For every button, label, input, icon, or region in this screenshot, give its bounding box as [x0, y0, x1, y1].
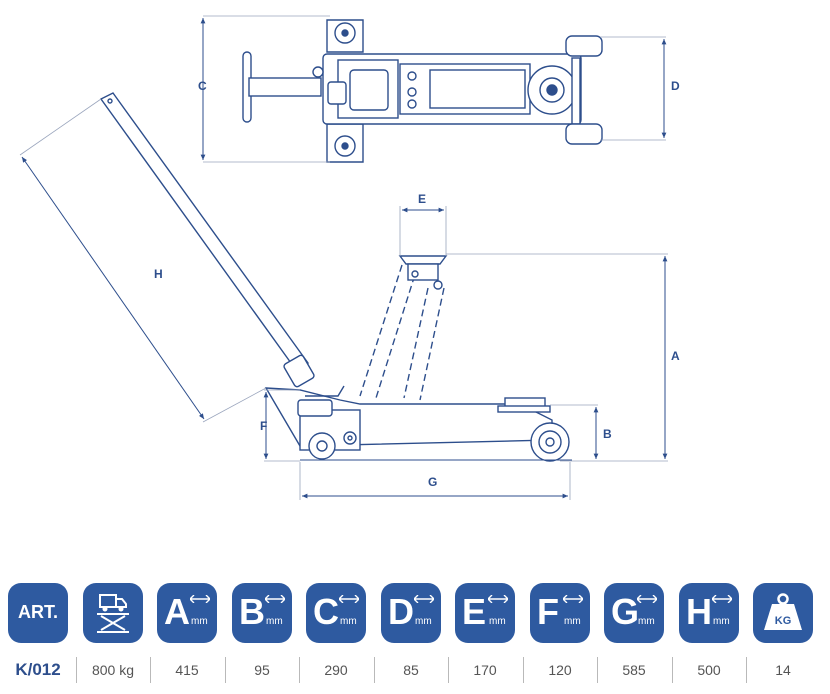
double-arrow-icon — [712, 595, 732, 603]
dim-label-g: G — [428, 475, 437, 489]
dim-label-b: B — [603, 427, 612, 441]
spec-value-row: K/012 800 kg 415 95 290 85 170 120 585 5… — [0, 655, 830, 685]
dim-b-tile: B mm — [232, 583, 292, 643]
dim-c-tile: C mm — [306, 583, 366, 643]
spec-header-row: ART. A mm B mm C mm D mm E mm — [0, 583, 830, 643]
row-divider — [597, 657, 598, 683]
dim-g-unit: mm — [638, 616, 655, 627]
dim-h-letter: H — [686, 591, 712, 632]
double-arrow-icon — [488, 595, 508, 603]
dim-f-letter: F — [537, 591, 559, 632]
dim-g-value: 585 — [622, 662, 646, 678]
dim-e-letter: E — [462, 591, 487, 632]
dim-label-c: C — [198, 79, 207, 93]
weight-icon: KG — [764, 593, 802, 630]
art-header-tile: ART. — [8, 583, 68, 643]
weight-value: 14 — [775, 662, 791, 678]
row-divider — [76, 657, 77, 683]
dim-b-letter: B — [239, 591, 265, 632]
dim-d-unit: mm — [415, 616, 432, 627]
dim-d-tile: D mm — [381, 583, 441, 643]
row-divider — [672, 657, 673, 683]
row-divider — [746, 657, 747, 683]
dim-d-letter: D — [388, 591, 414, 632]
row-divider — [150, 657, 151, 683]
dim-f-value: 120 — [548, 662, 572, 678]
side-view-dimensions: E A B F G H — [19, 98, 680, 500]
dim-e-unit: mm — [489, 616, 506, 627]
capacity-icon — [83, 583, 143, 643]
dim-c-value: 290 — [324, 662, 348, 678]
dim-a-letter: A — [164, 591, 190, 632]
capacity-value: 800 kg — [91, 662, 135, 678]
dim-h-tile: H mm — [679, 583, 739, 643]
double-arrow-icon — [637, 595, 657, 603]
dim-e-value: 170 — [473, 662, 497, 678]
dim-a-value: 415 — [175, 662, 199, 678]
dim-g-letter: G — [611, 591, 640, 632]
dim-label-a: A — [671, 349, 680, 363]
dim-label-f: F — [260, 419, 267, 433]
art-header-label: ART. — [18, 602, 58, 622]
row-divider — [374, 657, 375, 683]
row-divider — [299, 657, 300, 683]
dim-label-e: E — [418, 192, 426, 206]
dim-b-value: 95 — [254, 662, 270, 678]
double-arrow-icon — [563, 595, 583, 603]
dim-b-unit: mm — [266, 616, 283, 627]
dim-label-h: H — [154, 267, 163, 281]
row-divider — [523, 657, 524, 683]
dim-c-unit: mm — [340, 616, 357, 627]
double-arrow-icon — [265, 595, 285, 603]
dim-a-unit: mm — [191, 616, 208, 627]
article-code: K/012 — [15, 660, 61, 679]
dim-h-unit: mm — [713, 616, 730, 627]
dim-a-tile: A mm — [157, 583, 217, 643]
dim-d-value: 85 — [403, 662, 419, 678]
top-view — [242, 19, 603, 163]
dim-c-letter: C — [313, 591, 339, 632]
row-divider — [225, 657, 226, 683]
dim-f-tile: F mm — [530, 583, 590, 643]
weight-tile: KG — [753, 583, 813, 643]
dim-e-tile: E mm — [455, 583, 515, 643]
dim-g-tile: G mm — [604, 583, 664, 643]
dim-f-unit: mm — [564, 616, 581, 627]
double-arrow-icon — [414, 595, 434, 603]
jack-technical-drawing: C D — [19, 15, 680, 500]
dim-label-d: D — [671, 79, 680, 93]
weight-unit-label: KG — [775, 615, 792, 627]
double-arrow-icon — [190, 595, 210, 603]
top-view-dimensions: C D — [198, 15, 680, 163]
double-arrow-icon — [339, 595, 359, 603]
row-divider — [448, 657, 449, 683]
dim-h-value: 500 — [697, 662, 721, 678]
